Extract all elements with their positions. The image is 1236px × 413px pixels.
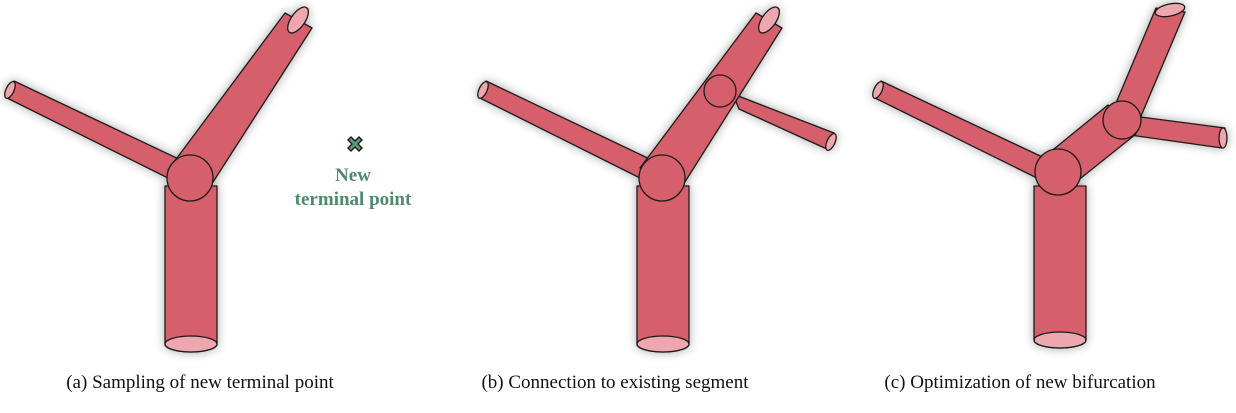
panel-c-tree <box>872 2 1228 349</box>
trunk <box>164 154 218 353</box>
terminal-label-line-1: New <box>335 165 371 186</box>
panel-b-tree <box>477 6 837 353</box>
terminal-label-line-2: terminal point <box>294 189 412 210</box>
left-branch <box>477 80 657 181</box>
new-branch <box>1129 115 1228 149</box>
caption-a: (a) Sampling of new terminal point <box>66 372 334 393</box>
new-terminal-point-label: New terminal point <box>268 164 438 212</box>
left-branch <box>872 80 1054 181</box>
caption-b: (b) Connection to existing segment <box>481 372 749 393</box>
panel-a-tree <box>4 6 313 353</box>
left-branch <box>4 80 186 181</box>
new-branch <box>732 93 837 151</box>
caption-c: (c) Optimization of new bifurcation <box>884 372 1156 393</box>
new-terminal-point-marker <box>347 136 363 152</box>
right-branch <box>639 6 783 194</box>
trunk <box>636 154 690 353</box>
trunk <box>1033 148 1087 349</box>
